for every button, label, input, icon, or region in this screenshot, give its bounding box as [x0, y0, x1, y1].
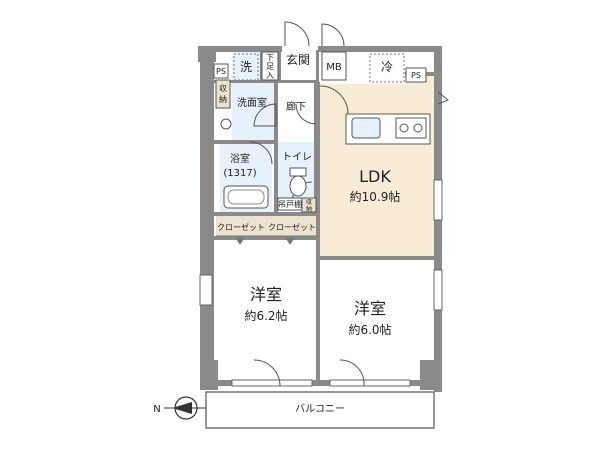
stove-icon	[395, 117, 427, 139]
western-room-2-name: 洋室	[354, 299, 386, 318]
closet-2-label: クローゼット	[268, 222, 316, 232]
closet-2-floor	[266, 216, 318, 238]
toilet-name: トイレ	[282, 152, 312, 163]
storage-label-2: 納	[219, 94, 227, 104]
closet-1-label: クローゼット	[217, 222, 265, 232]
ps-left-label: PS	[216, 67, 226, 76]
kitchen-counter	[345, 113, 431, 145]
small-storage-label-2: 納	[306, 205, 312, 213]
hallway-floor	[278, 82, 318, 140]
ps-left-outline	[213, 63, 229, 79]
toilet-icon	[289, 167, 307, 197]
compass-label: N	[153, 404, 160, 415]
storage-left-outline	[215, 79, 231, 109]
closet-1-floor	[216, 216, 266, 238]
hanging-shelf-label: 吊戸棚	[278, 199, 302, 209]
western-room-2-floor	[320, 260, 436, 382]
mb-label: MB	[326, 62, 342, 73]
fridge-label: 冷	[381, 60, 393, 74]
washbasin-icon	[220, 118, 232, 130]
wash-label: 洗	[240, 60, 252, 74]
balcony-name: バルコニー	[295, 403, 345, 415]
storage-label-1: 収	[219, 83, 227, 93]
small-storage-outline	[301, 197, 317, 213]
western-room-1-floor	[216, 240, 316, 380]
ps-right-label: PS	[411, 71, 421, 80]
bathtub-icon	[223, 185, 269, 209]
shoebox-label-1: 下	[266, 53, 274, 62]
balcony	[205, 391, 435, 429]
mb-outline	[321, 51, 347, 81]
bath-name: 浴室	[230, 152, 250, 165]
washroom-name: 洗面室	[237, 96, 267, 109]
washroom-floor	[232, 82, 276, 140]
closet-door-marks	[216, 235, 318, 245]
shoebox-outline	[261, 51, 279, 81]
small-storage-label-1: 収	[306, 199, 312, 206]
wash-machine-floor	[232, 52, 260, 82]
ldk-floor	[318, 72, 438, 258]
ldk-name: LDK	[359, 167, 391, 186]
shoebox-label-3: 入	[266, 71, 274, 80]
compass-icon: N	[153, 396, 206, 420]
western-room-2-area: 約6.0帖	[348, 322, 391, 337]
windows	[199, 179, 443, 387]
ps-right-outline	[405, 67, 427, 83]
ldk-fridge-space	[366, 52, 406, 84]
western-room-1-area: 約6.2帖	[244, 308, 287, 323]
western-room-1-name: 洋室	[250, 285, 282, 304]
ldk-area: 約10.9帖	[350, 189, 401, 204]
entrance-name: 玄関	[286, 52, 310, 67]
bath-size: (1317)	[223, 168, 256, 179]
sink-icon	[351, 117, 381, 139]
washing-machine-space	[233, 53, 259, 81]
doors	[249, 21, 449, 387]
hallway-name: 廊下	[286, 100, 306, 113]
fridge-space	[369, 53, 405, 83]
shoebox-label-2: 足	[266, 62, 274, 71]
